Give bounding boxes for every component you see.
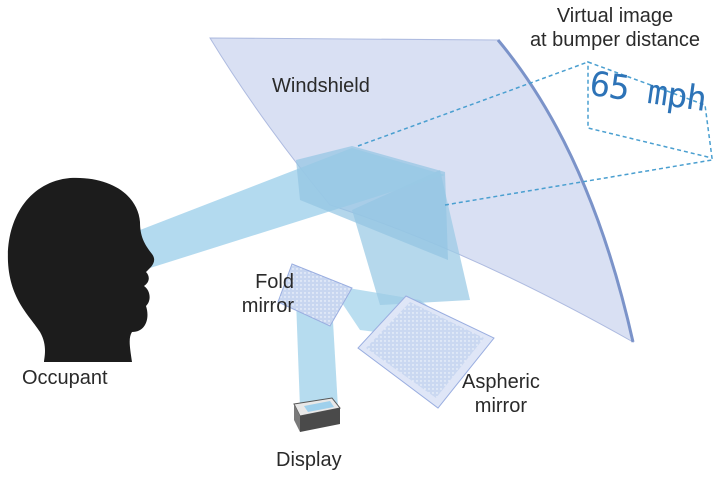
display-label: Display bbox=[276, 449, 342, 471]
display-device bbox=[293, 397, 341, 432]
virtual-ray-upper bbox=[357, 61, 589, 147]
aspheric-mirror-label: Aspheric mirror bbox=[462, 370, 540, 418]
windshield-label: Windshield bbox=[272, 75, 370, 97]
beam-display-to-fold bbox=[296, 300, 338, 408]
aspheric-mirror-label-line1: Aspheric bbox=[462, 371, 540, 393]
virtual-ray-lower bbox=[444, 159, 713, 206]
virtual-image-frame bbox=[587, 60, 713, 159]
occupant-head bbox=[7, 177, 155, 362]
virtual-image-label-line2: at bumper distance bbox=[529, 29, 701, 51]
aspheric-mirror-surface bbox=[366, 302, 484, 398]
fold-mirror-label-line1: Fold bbox=[255, 271, 294, 293]
occupant-label: Occupant bbox=[22, 367, 108, 389]
virtual-image-label-line1: Virtual image bbox=[556, 5, 674, 27]
windshield-reflection bbox=[296, 146, 448, 260]
aspheric-mirror-label-line2: mirror bbox=[474, 395, 528, 417]
windshield-edge bbox=[496, 39, 635, 343]
fold-mirror-label-line2: mirror bbox=[241, 295, 294, 317]
virtual-image-label: Virtual image at bumper distance bbox=[505, 4, 720, 52]
fold-mirror bbox=[277, 263, 353, 327]
fold-mirror-label: Fold mirror bbox=[214, 270, 294, 318]
